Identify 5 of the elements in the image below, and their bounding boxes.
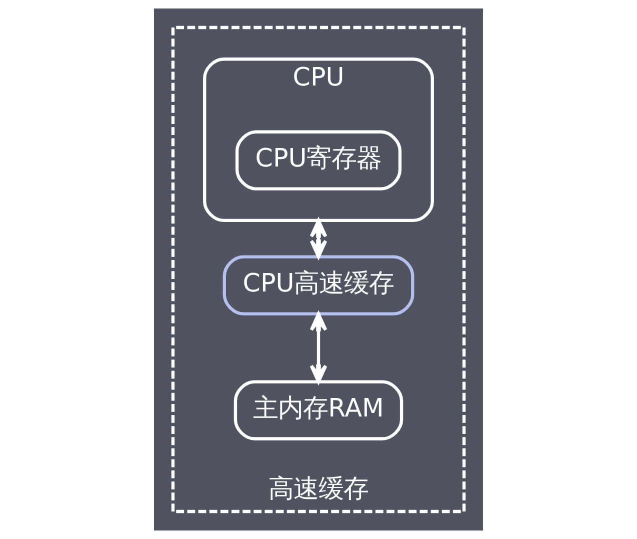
- node-box: CPU高速缓存: [222, 255, 414, 316]
- node-box: CPU寄存器: [235, 130, 402, 190]
- node-box: 主内存RAM: [234, 380, 404, 440]
- arrow: [310, 312, 328, 384]
- arrow: [310, 218, 328, 258]
